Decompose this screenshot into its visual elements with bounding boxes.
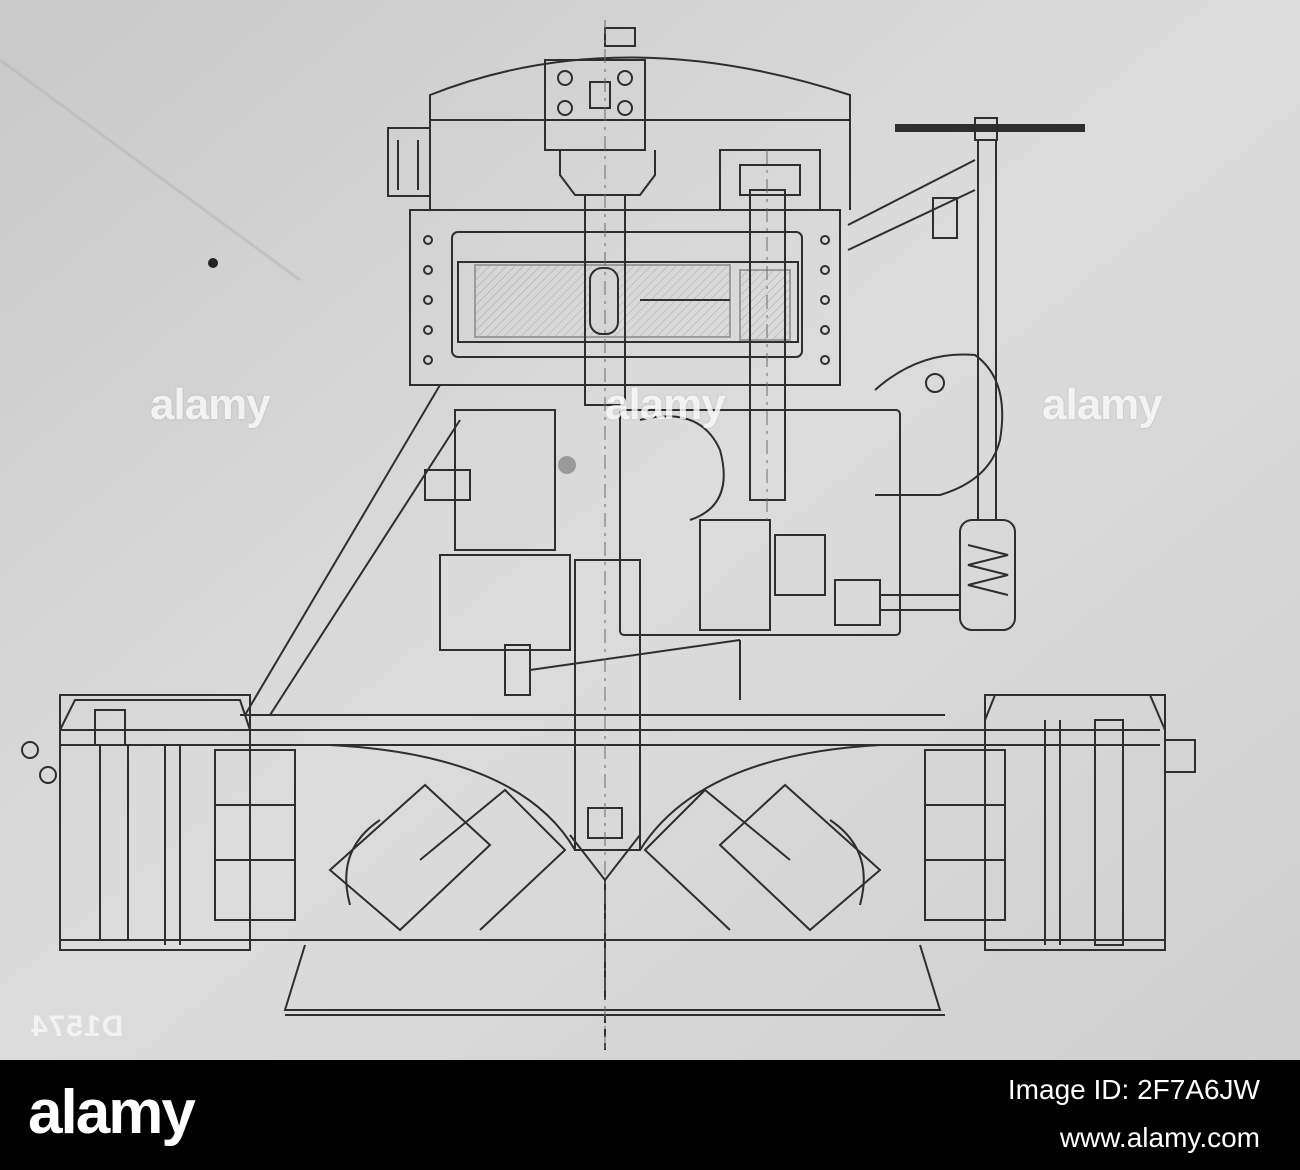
image-id-label: Image ID: 2F7A6JW	[1007, 1074, 1260, 1105]
side-bracket	[387, 127, 431, 197]
paper-fold-line	[0, 58, 301, 282]
watermark-alamy: alamy	[605, 380, 726, 429]
watermark-alamy: alamy	[1042, 380, 1163, 429]
mechanism-block	[619, 409, 901, 636]
top-bearing	[544, 59, 646, 151]
drawing-lines	[21, 27, 1196, 1050]
stock-footer-bar: alamy Image ID: 2F7A6JW www.alamy.com	[0, 1060, 1300, 1170]
runner-blade-left	[328, 783, 492, 932]
draft-tube	[283, 944, 942, 1011]
centerlines	[604, 20, 768, 1050]
volute-casing	[874, 353, 1004, 496]
runner-hub	[329, 744, 881, 851]
dome-cover	[429, 56, 851, 210]
right-tie-bolt	[1094, 719, 1124, 946]
website-link[interactable]: www.alamy.com	[1059, 1122, 1260, 1153]
alamy-logo: alamy	[28, 1078, 196, 1147]
paper-spot	[208, 258, 218, 268]
casing-bolts	[423, 235, 830, 365]
watermark-alamy: alamy	[150, 380, 271, 429]
runner-blade-right	[718, 783, 882, 932]
left-guide-cylinder	[214, 749, 296, 921]
technical-drawing-photo: alamy alamy alamy D1574	[0, 0, 1300, 1060]
paper-background	[0, 0, 1300, 1060]
left-chamber	[59, 694, 251, 951]
pinion-gear	[739, 269, 791, 341]
governor-spring	[959, 519, 1016, 631]
paper-spot	[558, 456, 576, 474]
right-guide-cylinder	[924, 749, 1006, 921]
cross-section-drawing	[0, 0, 1300, 1060]
negative-number: D1574	[30, 1010, 124, 1043]
